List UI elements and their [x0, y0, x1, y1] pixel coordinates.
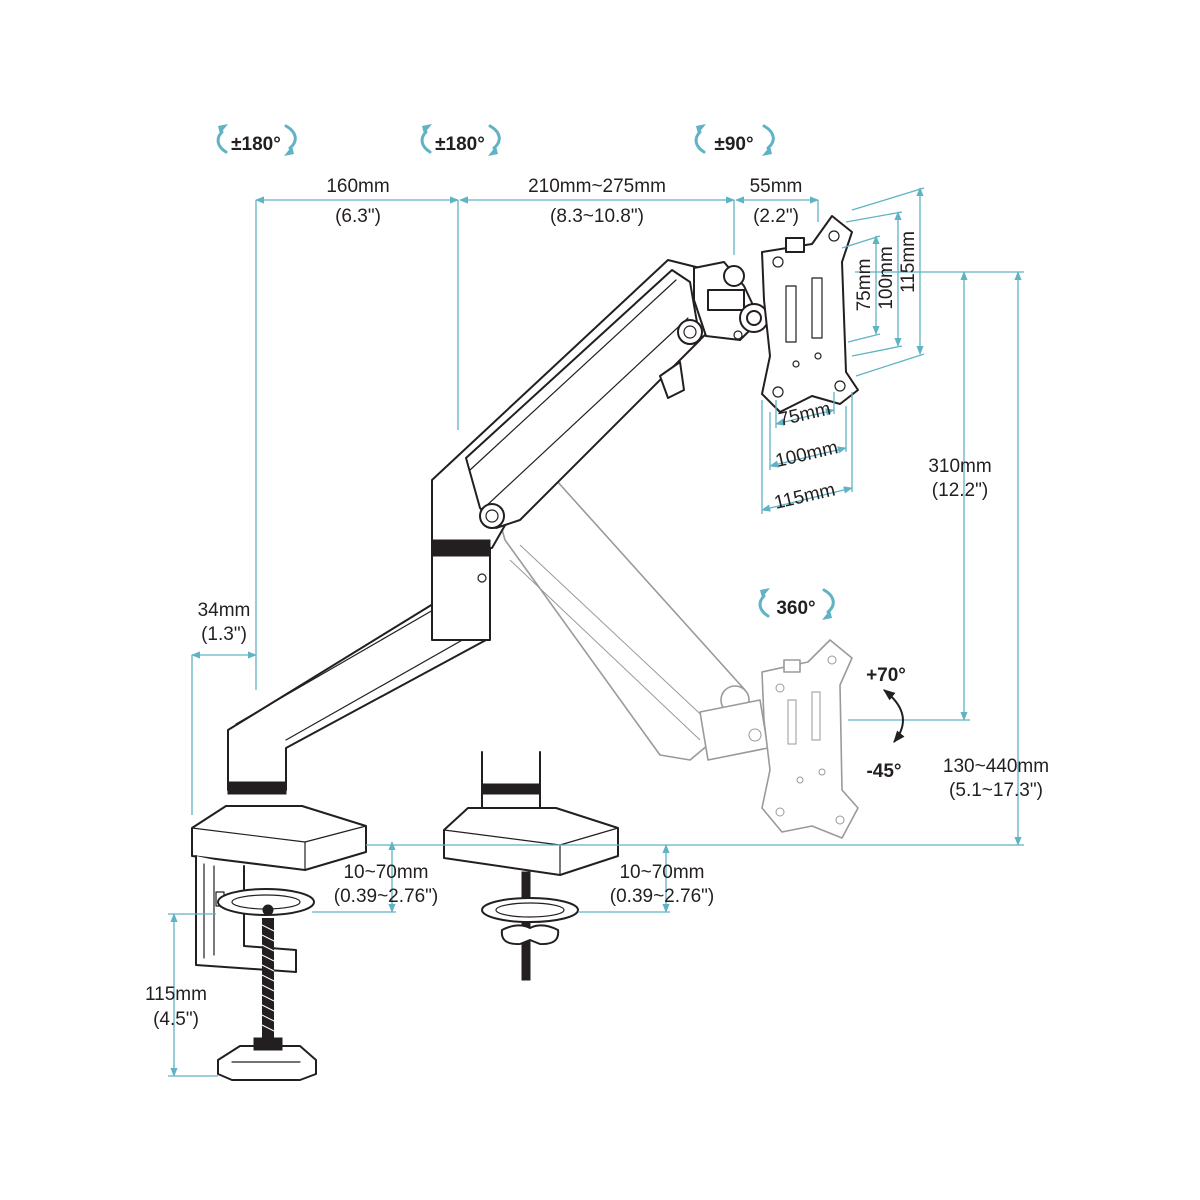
- tilt-up-label: +70°: [866, 665, 906, 686]
- vesa-horizontal-115: 115mm: [772, 479, 837, 513]
- base-joint-rotation-label: ±180°: [231, 134, 281, 155]
- tilt-down-label: -45°: [866, 761, 901, 782]
- upper-arm: [431, 259, 707, 553]
- clamp-height-in: (4.5"): [153, 1009, 199, 1030]
- vesa-vertical-75: 75mm: [854, 259, 875, 312]
- vesa-horizontal-100: 100mm: [774, 437, 840, 472]
- ghost-vesa-plate: [761, 639, 859, 839]
- clamp-base: [191, 805, 367, 1081]
- clamp-desk-thickness-in: (0.39~2.76"): [334, 886, 438, 907]
- grommet-desk-thickness-in: (0.39~2.76"): [610, 886, 714, 907]
- tilt-head: [693, 261, 769, 341]
- upper-arm-length-mm: 210mm~275mm: [528, 176, 666, 197]
- tilt-indicator: +70° -45°: [866, 665, 906, 782]
- grommet-desk-thickness-mm: 10~70mm: [619, 862, 704, 883]
- clamp-desk-thickness-mm: 10~70mm: [343, 862, 428, 883]
- rotation-badge-vesa: 360°: [758, 588, 835, 620]
- lower-arm: [227, 547, 491, 795]
- height-range-in: (5.1~17.3"): [949, 780, 1043, 801]
- vertical-travel-in: (12.2"): [932, 480, 988, 501]
- rotation-badge-head: ±90°: [694, 124, 775, 156]
- upper-arm-length-in: (8.3~10.8"): [550, 206, 644, 227]
- clamp-height-mm: 115mm: [145, 984, 207, 1005]
- lower-arm-length-in: (6.3"): [335, 206, 381, 227]
- vesa-vertical-100: 100mm: [876, 246, 897, 309]
- lower-arm-length-mm: 160mm: [326, 176, 389, 197]
- rotation-badge-base: ±180°: [216, 124, 297, 156]
- head-rotation-label: ±90°: [714, 134, 753, 155]
- vesa-vertical-115: 115mm: [898, 231, 919, 293]
- dimension-labels: 160mm (6.3") 210mm~275mm (8.3~10.8") 55m…: [145, 176, 1049, 1030]
- head-length-mm: 55mm: [750, 176, 803, 197]
- offset-mm: 34mm: [198, 600, 251, 621]
- height-range-mm: 130~440mm: [943, 756, 1049, 777]
- grommet-post: [443, 751, 619, 981]
- elbow-joint-rotation-label: ±180°: [435, 134, 485, 155]
- vesa-plate: [761, 215, 859, 413]
- vertical-travel-mm: 310mm: [928, 456, 991, 477]
- vesa-rotation-label: 360°: [776, 598, 815, 619]
- head-length-in: (2.2"): [753, 206, 799, 227]
- offset-in: (1.3"): [201, 624, 247, 645]
- dimension-lines: [168, 187, 1024, 1077]
- rotation-badge-elbow: ±180°: [420, 124, 501, 156]
